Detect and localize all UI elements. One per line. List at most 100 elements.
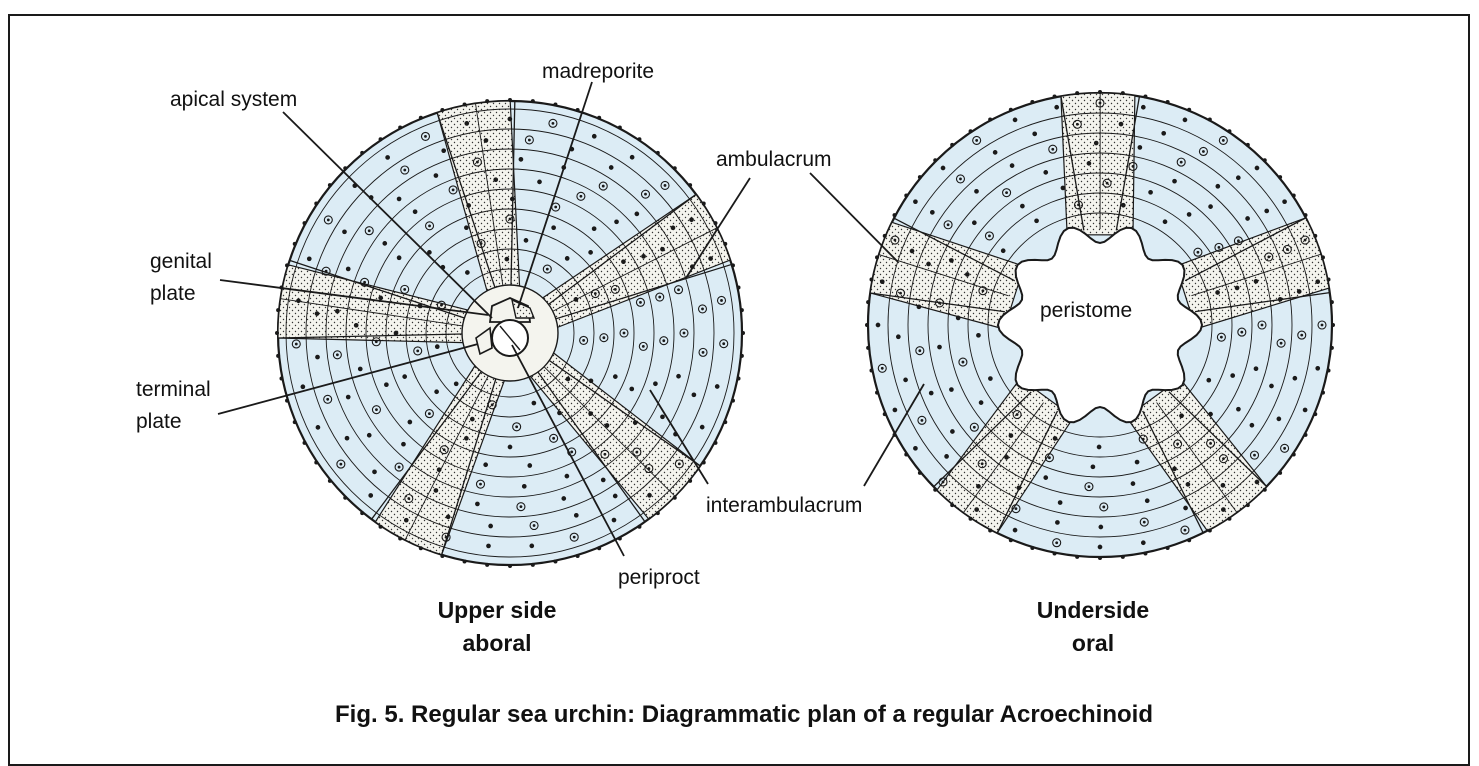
spine-base [314,460,318,464]
spine-base [1321,255,1325,259]
tubercle [508,445,512,449]
tubercle [524,239,528,243]
spine-base [740,354,744,358]
spine-base [933,488,937,492]
tubercle-centre [407,497,410,500]
tubercle-centre [428,412,431,415]
spine-base [723,242,727,246]
tubercle-centre [1218,246,1221,249]
spine-base [1121,555,1125,559]
tubercle [1013,118,1017,122]
spine-base [440,108,444,112]
tubercle [565,257,569,261]
tubercle [950,259,954,263]
tubercle [633,421,637,425]
tubercle [397,197,401,201]
tubercle-centre [573,536,576,539]
tubercle-centre [1106,182,1109,185]
spine-base [1098,90,1102,94]
spine-base [875,391,879,395]
tubercle [613,494,617,498]
tubercle-centre [1176,443,1179,446]
tubercle [316,355,320,359]
tubercle-centre [570,451,573,454]
tubercle [1162,132,1166,136]
tubercle-centre [375,408,378,411]
spine-base [741,331,745,335]
tubercle [552,226,556,230]
tubercle [630,155,634,159]
spine-base [1321,391,1325,395]
tubercle [929,391,933,395]
tubercle-centre [1102,506,1105,509]
spine-base [1030,546,1034,550]
tubercle [1142,105,1146,109]
tubercle [910,249,914,253]
spine-base [1292,452,1296,456]
spine-base [1313,412,1317,416]
spine-base [950,503,954,507]
tubercle [1316,280,1320,284]
tubercle-centre [1076,123,1079,126]
tubercle-centre [325,270,328,273]
tubercle-centre [579,195,582,198]
spine-base [918,471,922,475]
leader-ambulacrum-oral [810,173,898,262]
tubercle-centre [1253,454,1256,457]
tubercle [690,218,694,222]
tubercle [917,305,921,309]
tubercle-centre [938,302,941,305]
spine-base [597,116,601,120]
tubercle-centre [1300,334,1303,337]
spine-base [1121,91,1125,95]
tubercle [1187,213,1191,217]
tubercle [1183,118,1187,122]
spine-base [285,263,289,267]
tubercle [1145,499,1149,503]
label-genital-plate-line1: genital [150,250,212,273]
tubercle [369,494,373,498]
tubercle [565,474,569,478]
spine-base [343,496,347,500]
tubercle-centre [1088,485,1091,488]
spine-base [1208,528,1212,532]
tubercle [346,395,350,399]
tubercle-centre [491,403,494,406]
spine-base [1187,108,1191,112]
spine-base [463,560,467,564]
tubercle [402,442,406,446]
tubercle [1131,482,1135,486]
tubercle [956,316,960,320]
tubercle-centre [1016,413,1019,416]
tubercle-centre [1051,148,1054,151]
spine-base [883,234,887,238]
tubercle-centre [440,304,443,307]
tubercle [522,485,526,489]
tubercle [1254,367,1258,371]
tubercle-centre [1202,150,1205,153]
spine-base [1303,433,1307,437]
tubercle-centre [1222,457,1225,460]
view-caption-under-line2: oral [1072,630,1114,656]
spine-base [988,118,992,122]
spine-base [1143,94,1147,98]
tubercle [1250,423,1254,427]
spine-base [865,323,869,327]
tubercle [635,212,639,216]
tubercle [1283,200,1287,204]
tubercle [938,345,942,349]
tubercle [1270,384,1274,388]
tubercle [408,420,412,424]
tubercle-centre [546,268,549,271]
tubercle-centre [552,437,555,440]
tubercle [367,433,371,437]
spine-base [553,102,557,106]
tubercle [592,134,596,138]
tubercle [1061,186,1065,190]
tubercle [454,382,458,386]
tubercle-centre [942,481,945,484]
tubercle [1207,378,1211,382]
tubercle-centre [720,299,723,302]
tubercle-centre [1099,102,1102,105]
tubercle [975,190,979,194]
